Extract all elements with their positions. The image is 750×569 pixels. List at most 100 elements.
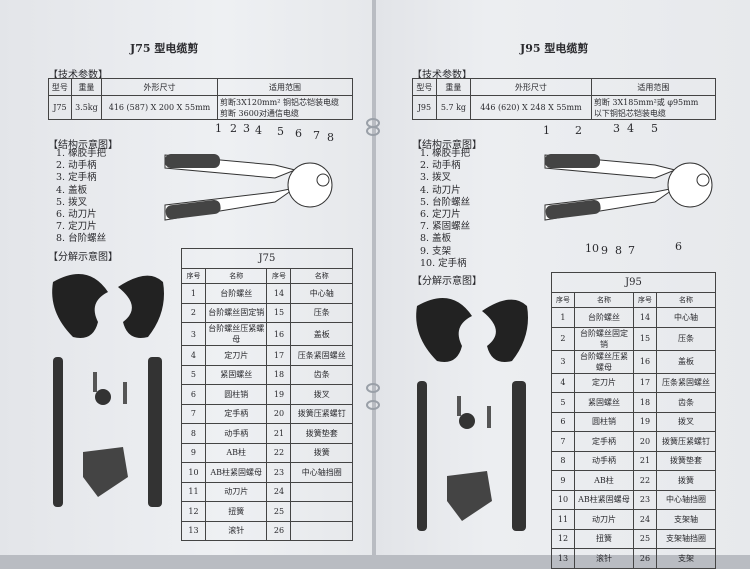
structure-item: 4. 动刀片 <box>420 184 461 196</box>
structure-label: 【结构示意图】 <box>48 140 118 151</box>
part-number: 10 <box>551 489 575 510</box>
part-name: 紧固螺丝 <box>204 364 268 385</box>
part-name: 滚针 <box>573 548 634 569</box>
exploded-diagram <box>416 298 528 531</box>
callout-number: 7 <box>628 244 635 257</box>
callout-number: 2 <box>230 122 237 135</box>
part-name: 中心轴 <box>655 307 717 328</box>
spec-range-line: 剪断3X120mm² 铜铝芯铠装电缆 <box>219 97 339 107</box>
part-number: 3 <box>181 322 206 346</box>
spec-header: 重量 <box>435 78 472 96</box>
part-name: 支架轴挡圈 <box>655 528 717 549</box>
callout-number: 5 <box>651 122 658 135</box>
part-name: 压条 <box>290 302 353 323</box>
part-name: 拨簧垫套 <box>290 423 353 444</box>
part-name: 拨簧 <box>290 442 353 463</box>
callout-number: 3 <box>243 122 250 135</box>
structure-item: 9. 支架 <box>420 245 452 257</box>
structure-item: 2. 动手柄 <box>420 160 461 172</box>
structure-item: 2. 动手柄 <box>56 160 97 172</box>
callout-number: 1 <box>215 122 222 135</box>
parts-header: 序号 <box>551 292 575 308</box>
spec-range-line: 剪断 3X185mm²或 φ95mm <box>593 97 699 107</box>
part-number: 26 <box>632 548 657 569</box>
spec-dimensions: 446 (620) X 248 X 55mm <box>470 95 592 120</box>
callout-number: 4 <box>627 122 634 135</box>
callout-number: 2 <box>575 124 582 137</box>
part-number: 18 <box>266 364 292 385</box>
structure-diagram <box>544 154 713 221</box>
part-name: 拨簧压紧螺钉 <box>655 431 717 452</box>
part-number: 2 <box>181 302 206 323</box>
spec-header: 型号 <box>48 78 72 96</box>
parts-header: 名称 <box>573 292 634 308</box>
spec-header: 型号 <box>412 78 437 96</box>
part-number: 17 <box>632 372 657 393</box>
part-name: 台阶螺丝压紧螺母 <box>573 349 634 374</box>
parts-table-title: J95 <box>551 272 716 293</box>
part-name: 滚针 <box>204 520 268 541</box>
structure-item: 8. 盖板 <box>420 233 452 245</box>
part-name <box>290 501 353 522</box>
part-number: 11 <box>181 481 206 502</box>
part-number: 23 <box>632 489 657 510</box>
part-name: 台阶螺丝固定销 <box>573 326 634 351</box>
part-name: 中心轴挡圈 <box>290 462 353 483</box>
page-title: J95 型电缆剪 <box>520 42 589 55</box>
part-name: AB柱 <box>573 470 634 491</box>
part-name: 支架轴 <box>655 509 717 530</box>
part-name: 压条 <box>655 326 717 351</box>
parts-header: 名称 <box>655 292 717 308</box>
part-number: 13 <box>181 520 206 541</box>
callout-number: 10 <box>585 242 599 255</box>
part-number: 8 <box>181 423 206 444</box>
structure-item: 3. 定手柄 <box>56 172 97 184</box>
part-number: 9 <box>551 470 575 491</box>
part-name <box>290 481 353 502</box>
part-number: 4 <box>551 372 575 393</box>
callout-number: 7 <box>313 129 320 142</box>
part-number: 8 <box>551 450 575 471</box>
binding-ring <box>366 400 380 410</box>
structure-item: 10. 定手柄 <box>420 257 467 269</box>
part-number: 5 <box>551 392 575 413</box>
structure-item: 3. 拨叉 <box>420 172 452 184</box>
spec-model: J75 <box>48 95 72 120</box>
part-name: 扭簧 <box>573 528 634 549</box>
part-number: 24 <box>632 509 657 530</box>
part-number: 10 <box>181 462 206 483</box>
exploded-diagram <box>52 273 164 507</box>
part-number: 6 <box>181 384 206 405</box>
part-number: 2 <box>551 326 575 351</box>
part-number: 3 <box>551 349 575 374</box>
structure-item: 7. 定刀片 <box>56 221 97 233</box>
part-number: 18 <box>632 392 657 413</box>
part-number: 5 <box>181 364 206 385</box>
structure-diagram <box>164 154 333 221</box>
part-number: 25 <box>632 528 657 549</box>
part-name: 台阶螺丝 <box>204 283 268 304</box>
part-number: 1 <box>181 283 206 304</box>
part-number: 12 <box>181 501 206 522</box>
part-name: 盖板 <box>655 349 717 374</box>
part-name: AB柱 <box>204 442 268 463</box>
callout-number: 6 <box>295 127 302 140</box>
part-name: 拨簧 <box>655 470 717 491</box>
